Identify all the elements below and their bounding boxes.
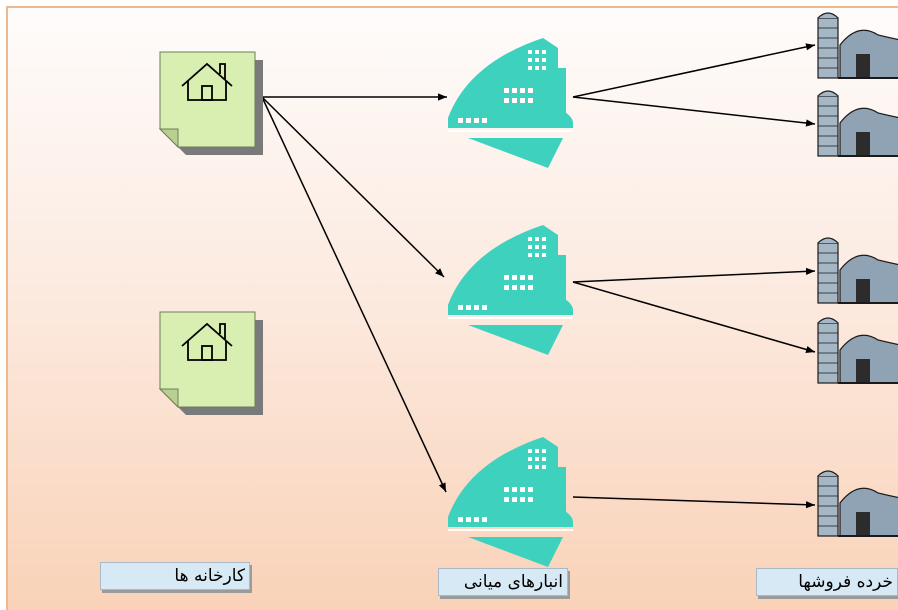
- house-note-icon: [158, 51, 263, 155]
- edge-warehouse1-retailer1: [572, 43, 816, 98]
- edges: [261, 43, 816, 509]
- warehouse-building-icon: [448, 225, 573, 355]
- farm-barn-silo-icon: [817, 237, 898, 304]
- farm-barn-silo-icon: [817, 317, 898, 384]
- house-note-icon: [158, 311, 263, 415]
- edge-warehouse2-retailer3: [572, 267, 816, 283]
- edge-warehouse1-retailer2: [572, 96, 816, 127]
- warehouse-building-icon: [448, 437, 573, 567]
- warehouses-label: انبارهای میانی: [438, 568, 568, 596]
- farm-barn-silo-icon: [817, 90, 898, 157]
- retailers-label: خرده فروشها: [756, 568, 898, 596]
- edge-warehouse2-retailer4: [572, 281, 816, 353]
- edge-factory1-warehouse3: [261, 96, 447, 493]
- farm-barn-silo-icon: [817, 470, 898, 537]
- edge-factory1-warehouse2: [261, 96, 445, 278]
- factories-label: کارخانه ها: [100, 562, 250, 590]
- edge-warehouse3-retailer5: [572, 496, 816, 509]
- farm-barn-silo-icon: [817, 12, 898, 79]
- warehouse-building-icon: [448, 38, 573, 168]
